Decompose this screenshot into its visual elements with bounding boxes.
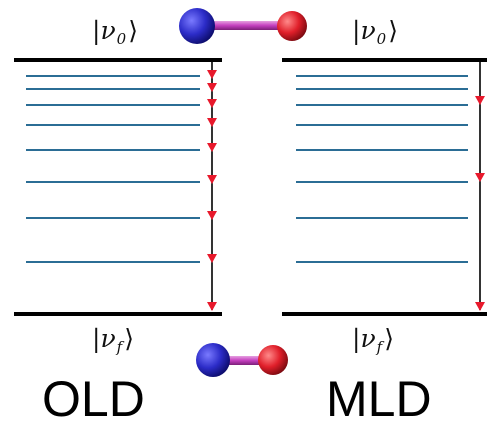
- old-cascade-arrows: [207, 62, 217, 311]
- mld-arrowhead: [475, 173, 485, 182]
- old-arrowhead: [207, 175, 217, 184]
- mld-arrowhead: [475, 302, 485, 311]
- molecule-top-blue-atom: [179, 8, 215, 44]
- molecule-top-icon: [179, 8, 307, 44]
- molecule-bottom-red-atom: [258, 345, 288, 375]
- old-panel-label: OLD: [42, 371, 145, 427]
- old-arrowhead: [207, 211, 217, 220]
- top-left-state-label: |ν0⟩: [92, 16, 138, 48]
- mld-cascade-arrows: [475, 62, 485, 311]
- bottom-right-state-label: |νf⟩: [352, 324, 394, 356]
- old-arrowhead: [207, 254, 217, 263]
- molecule-top-red-atom: [277, 11, 307, 41]
- old-arrowhead: [207, 83, 217, 92]
- bottom-left-state-label: |νf⟩: [92, 324, 134, 356]
- molecule-top-bond: [196, 21, 288, 30]
- top-right-state-label: |ν0⟩: [352, 16, 398, 48]
- old-arrowhead: [207, 118, 217, 127]
- old-intermediate-levels: [26, 75, 200, 263]
- old-arrowhead: [207, 302, 217, 311]
- old-arrowhead: [207, 99, 217, 108]
- mld-panel-label: MLD: [326, 371, 432, 427]
- old-arrowhead: [207, 70, 217, 79]
- mld-arrowhead: [475, 96, 485, 105]
- mld-intermediate-levels: [296, 75, 468, 263]
- mld-panel: [282, 58, 487, 316]
- molecule-bottom-blue-atom: [196, 343, 230, 377]
- molecule-bottom-icon: [196, 343, 288, 377]
- old-panel: [14, 58, 222, 316]
- old-arrowhead: [207, 143, 217, 152]
